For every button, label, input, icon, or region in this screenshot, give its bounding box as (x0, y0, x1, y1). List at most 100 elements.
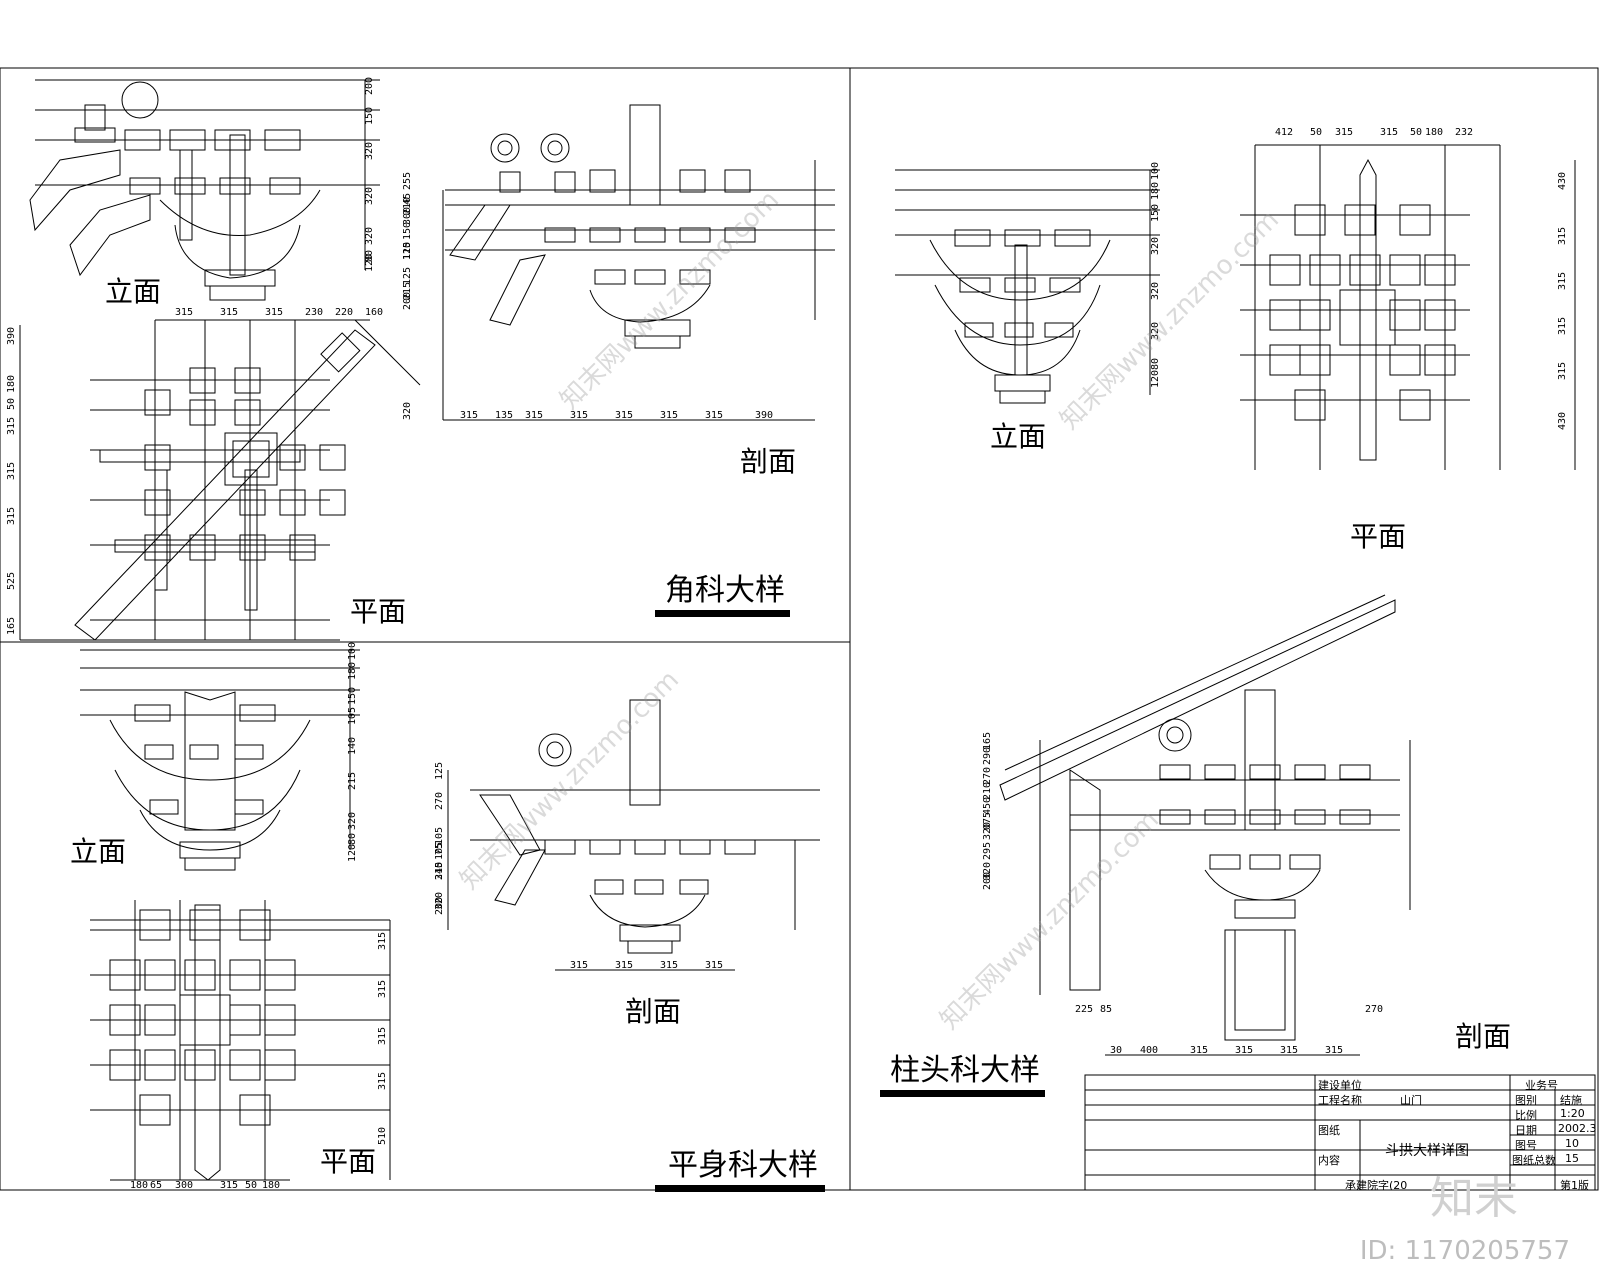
dim-corner-sec-left-1: 300 (402, 207, 413, 225)
dim-flat-sec-315b: 315 (615, 960, 633, 971)
dim-col-plan-315b: 315 (1380, 127, 1398, 138)
tb-approval: 承建院字(20 (1345, 1179, 1408, 1192)
dim-flat-sec-2: 105 (434, 827, 445, 845)
dim-flat-sec-3: 75 (434, 843, 445, 855)
dim-flat-sec-1: 270 (434, 792, 445, 810)
dim-col-sec-30: 30 (1110, 1045, 1122, 1056)
dim-col-sec-315d: 315 (1325, 1045, 1343, 1056)
dim-col-plan-50a: 50 (1310, 127, 1322, 138)
dim-flat-plan-300: 300 (175, 1180, 193, 1191)
dim-col-elev-3: 320 (1150, 237, 1161, 255)
dim-corner-sec-315e: 315 (660, 410, 678, 421)
tb-scale-label: 比例 (1515, 1109, 1537, 1122)
dim-col-elev-2: 150 (1150, 204, 1161, 222)
dim-corner-plan-2: 50 (6, 398, 17, 410)
dim-corner-sec-left-8: 110 (402, 242, 413, 260)
watermark-logo: 知末 (1430, 1173, 1518, 1224)
dim-col-elev-1: 180 (1150, 182, 1161, 200)
tb-content-label: 内容 (1318, 1154, 1340, 1167)
tb-client: 建设单位 (1318, 1079, 1362, 1092)
dim-col-plan-1: 315 (1557, 227, 1568, 245)
dim-col-plan-2: 315 (1557, 272, 1568, 290)
dim-corner-sec-315c: 315 (570, 410, 588, 421)
dim-flat-elev-0: 100 (347, 642, 358, 660)
dim-flat-plan-65: 65 (150, 1180, 162, 1191)
dim-col-sec-6: 290 (982, 747, 993, 765)
dim-col-plan-180: 180 (1425, 127, 1443, 138)
dim-col-sec-5: 200 (982, 872, 993, 890)
dim-corner-plan-6: 525 (6, 572, 17, 590)
corner-elevation-drawing (29, 79, 380, 301)
dim-flat-sec-0: 125 (434, 762, 445, 780)
dim-flat-sec-315c: 315 (660, 960, 678, 971)
tb-scale: 1:20 (1560, 1107, 1585, 1120)
dim-col-plan-4: 315 (1557, 362, 1568, 380)
tb-date-label: 日期 (1515, 1124, 1537, 1137)
dim-col-elev-5: 320 (1150, 322, 1161, 340)
dim-corner-plan-315c: 315 (265, 307, 283, 318)
dim-corner-elev-5: 80 (364, 250, 375, 262)
flat-plan-label: 平面 (320, 1145, 377, 1178)
corner-elevation-label: 立面 (105, 275, 162, 308)
dim-col-elev-6: 80 (1150, 358, 1161, 370)
dim-corner-sec-left-0: 45 (402, 193, 413, 205)
dim-corner-sec-315b: 315 (525, 410, 543, 421)
dim-col-plan-3: 315 (1557, 317, 1568, 335)
tb-drawing-title: 斗拱大样详图 (1385, 1143, 1469, 1159)
dim-corner-elev-3: 320 (364, 187, 375, 205)
dim-corner-sec-left-10: 320 (402, 402, 413, 420)
dim-flat-elev-8: 120 (347, 844, 358, 862)
tb-date: 2002.3 (1558, 1122, 1597, 1135)
dim-corner-sec-left-6: 210 (402, 197, 413, 215)
tb-drawing-no-label: 图号 (1515, 1139, 1537, 1152)
dim-col-sec-315c: 315 (1280, 1045, 1298, 1056)
dim-corner-plan-4: 315 (6, 462, 17, 480)
dim-flat-sec-4: 340 (434, 862, 445, 880)
corner-bracket-title: 角科大样 (665, 573, 785, 608)
dim-col-plan-5: 430 (1557, 412, 1568, 430)
dim-flat-sec-5: 200 (434, 897, 445, 915)
tb-category-label: 图别 (1515, 1094, 1537, 1107)
dim-col-plan-412: 412 (1275, 127, 1293, 138)
dim-flat-plan-180b: 180 (262, 1180, 280, 1191)
dim-flat-elev-2: 150 (347, 687, 358, 705)
dim-corner-sec-390: 390 (755, 410, 773, 421)
tb-drawing-no: 10 (1565, 1137, 1579, 1150)
dim-col-sec-1: 270 (982, 767, 993, 785)
tb-sheet-count: 15 (1565, 1152, 1579, 1165)
dim-col-sec-8: 320 (982, 822, 993, 840)
dim-corner-sec-left-4: 200 (402, 292, 413, 310)
dim-corner-elev-6: 120 (364, 254, 375, 272)
dim-col-elev-0: 100 (1150, 162, 1161, 180)
dim-col-sec-2: 450 (982, 797, 993, 815)
dim-flat-plan-315: 315 (220, 1180, 238, 1191)
dim-col-sec-315a: 315 (1190, 1045, 1208, 1056)
dim-corner-sec-left-5: 255 (402, 172, 413, 190)
corner-section-drawing (442, 104, 835, 421)
dim-flat-elev-7: 80 (347, 833, 358, 845)
dim-flat-elev-3: 105 (347, 707, 358, 725)
dim-corner-plan-230: 230 (305, 307, 323, 318)
dim-col-sec-225: 225 (1075, 1004, 1093, 1015)
dim-col-sec-4: 295 (982, 842, 993, 860)
dim-corner-plan-3: 315 (6, 417, 17, 435)
column-plan-label: 平面 (1350, 520, 1407, 553)
dim-flat-sec-315d: 315 (705, 960, 723, 971)
dim-corner-plan-315b: 315 (220, 307, 238, 318)
dim-corner-sec-315d: 315 (615, 410, 633, 421)
dim-col-sec-315b: 315 (1235, 1045, 1253, 1056)
column-elevation-drawing (895, 169, 1160, 404)
dim-flat-plan-0: 315 (377, 932, 388, 950)
flat-title-underline (655, 1185, 825, 1192)
dim-flat-plan-50: 50 (245, 1180, 257, 1191)
dim-corner-elev-2: 320 (364, 142, 375, 160)
corner-plan-label: 平面 (350, 595, 407, 628)
dim-col-sec-9: 320 (982, 862, 993, 880)
tb-category: 结施 (1560, 1094, 1582, 1107)
dim-corner-plan-0: 390 (6, 327, 17, 345)
dim-flat-sec-8: 320 (434, 892, 445, 910)
dim-corner-elev-1: 150 (364, 107, 375, 125)
dim-corner-plan-220: 220 (335, 307, 353, 318)
dim-flat-elev-4: 140 (347, 737, 358, 755)
